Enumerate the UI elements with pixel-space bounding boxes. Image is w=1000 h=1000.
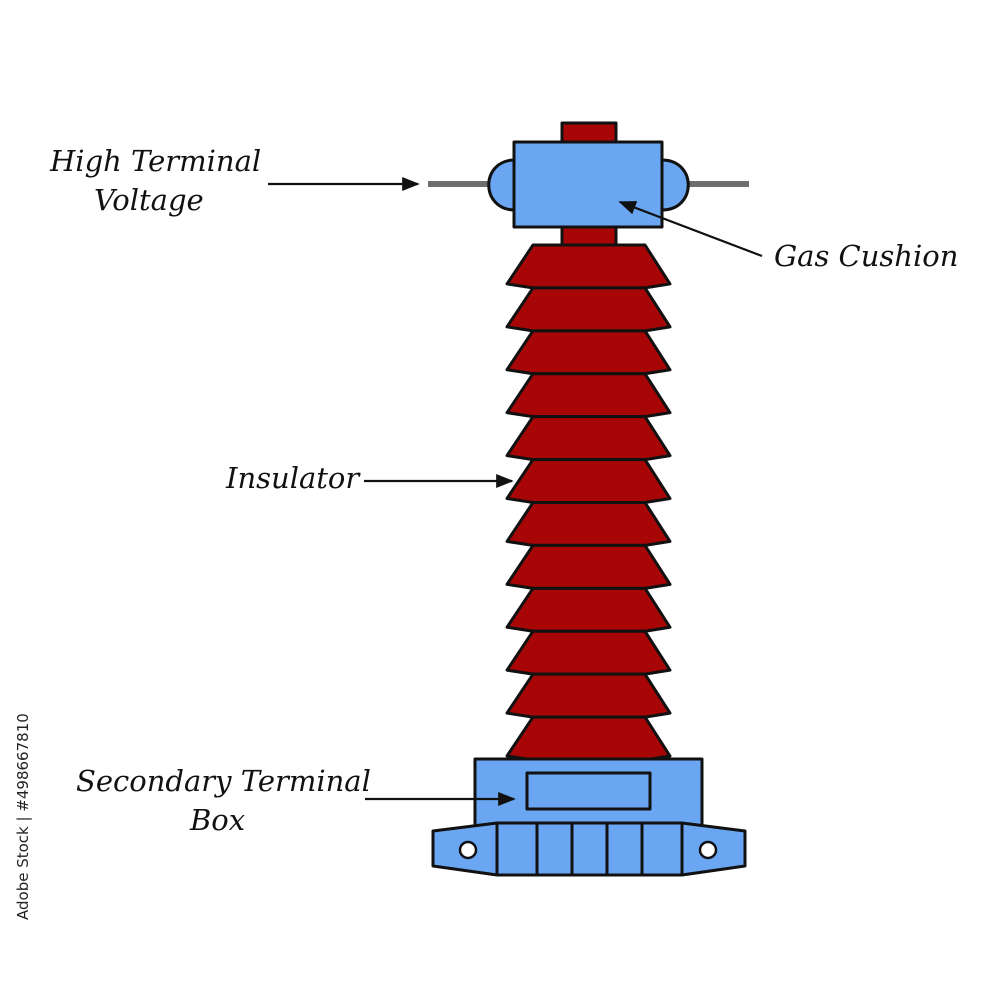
stock-id-text: Adobe Stock | #498667810	[14, 713, 32, 920]
label-insulator: Insulator	[225, 461, 361, 495]
insulator-shed	[505, 415, 672, 462]
insulator-shed	[505, 243, 672, 290]
mounting-hole-left	[458, 840, 478, 860]
label-high-terminal-line2: Voltage	[94, 183, 204, 217]
insulator-shed	[505, 715, 672, 762]
arrow-gas-cushion	[618, 200, 763, 258]
head-neck	[560, 225, 618, 247]
insulator-shed	[505, 501, 672, 547]
insulator-sheds	[505, 243, 672, 762]
terminal-box-plate	[525, 771, 652, 811]
label-secondary-line2: Box	[189, 803, 245, 837]
base-ribs	[495, 823, 684, 875]
insulator-shed	[505, 458, 672, 504]
insulator-shed	[505, 543, 672, 590]
mounting-hole-right	[698, 840, 718, 860]
label-high-terminal-line1: High Terminal	[49, 144, 261, 178]
label-gas-cushion: Gas Cushion	[774, 239, 958, 273]
insulator-shed	[505, 329, 672, 376]
insulator-shed	[505, 672, 672, 719]
gas-cushion-head	[512, 140, 664, 229]
terminal-lug-left	[487, 158, 517, 212]
terminal-lug-right	[660, 158, 690, 212]
base-flange	[431, 821, 747, 877]
insulator-shed	[505, 629, 672, 676]
label-secondary-line1: Secondary Terminal	[76, 764, 371, 798]
insulator-shed	[505, 372, 672, 419]
insulator-shed	[505, 586, 672, 633]
insulator-shed	[505, 286, 672, 333]
